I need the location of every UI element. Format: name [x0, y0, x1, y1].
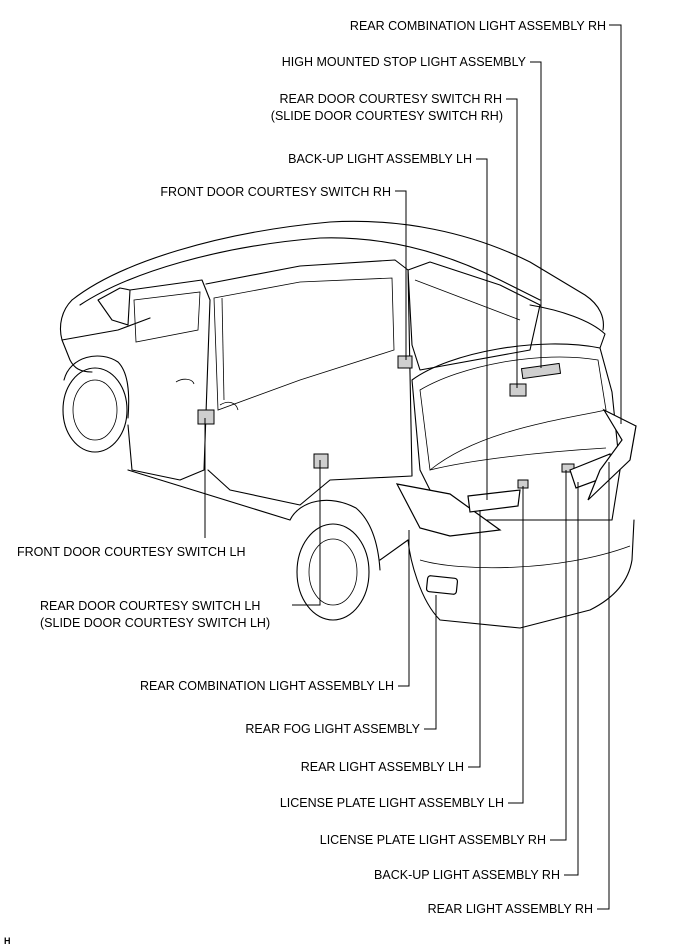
callout-labels: REAR COMBINATION LIGHT ASSEMBLY RH HIGH …: [4, 19, 606, 946]
label-rear-fog-light: REAR FOG LIGHT ASSEMBLY: [245, 722, 420, 736]
label-front-door-courtesy-switch-lh: FRONT DOOR COURTESY SWITCH LH: [17, 545, 246, 559]
label-rear-combination-light-rh: REAR COMBINATION LIGHT ASSEMBLY RH: [350, 19, 606, 33]
label-back-up-light-lh: BACK-UP LIGHT ASSEMBLY LH: [288, 152, 472, 166]
leader-lines: [204, 24, 622, 910]
rear-combination-light-lh-part: [395, 483, 502, 537]
label-rear-light-rh: REAR LIGHT ASSEMBLY RH: [428, 902, 593, 916]
label-rear-door-courtesy-switch-lh: REAR DOOR COURTESY SWITCH LH: [40, 599, 260, 613]
rear-door-courtesy-switch-rh-part: [509, 383, 527, 397]
rear-fog-light-part: [425, 575, 459, 595]
rear-light-lh-part: [467, 489, 521, 513]
label-back-up-light-rh: BACK-UP LIGHT ASSEMBLY RH: [374, 868, 560, 882]
figure-code: H: [4, 936, 11, 946]
high-mounted-stop-light-part: [520, 362, 562, 380]
label-license-plate-light-lh: LICENSE PLATE LIGHT ASSEMBLY LH: [280, 796, 504, 810]
label-rear-door-courtesy-switch-rh-alt: (SLIDE DOOR COURTESY SWITCH RH): [271, 109, 503, 123]
label-front-door-courtesy-switch-rh: FRONT DOOR COURTESY SWITCH RH: [160, 185, 391, 199]
label-high-mounted-stop-light: HIGH MOUNTED STOP LIGHT ASSEMBLY: [282, 55, 527, 69]
label-rear-door-courtesy-switch-lh-alt: (SLIDE DOOR COURTESY SWITCH LH): [40, 616, 270, 630]
rear-door-courtesy-switch-lh-part: [313, 453, 329, 469]
label-license-plate-light-rh: LICENSE PLATE LIGHT ASSEMBLY RH: [320, 833, 546, 847]
component-parts: [197, 355, 637, 595]
label-rear-combination-light-lh: REAR COMBINATION LIGHT ASSEMBLY LH: [140, 679, 394, 693]
label-rear-door-courtesy-switch-rh: REAR DOOR COURTESY SWITCH RH: [280, 92, 502, 106]
vehicle-illustration: [59, 220, 635, 629]
front-door-courtesy-switch-lh-part: [197, 409, 215, 425]
rear-combination-light-rh-part: [587, 408, 637, 501]
front-door-courtesy-switch-rh-part: [397, 355, 413, 369]
label-rear-light-lh: REAR LIGHT ASSEMBLY LH: [301, 760, 464, 774]
